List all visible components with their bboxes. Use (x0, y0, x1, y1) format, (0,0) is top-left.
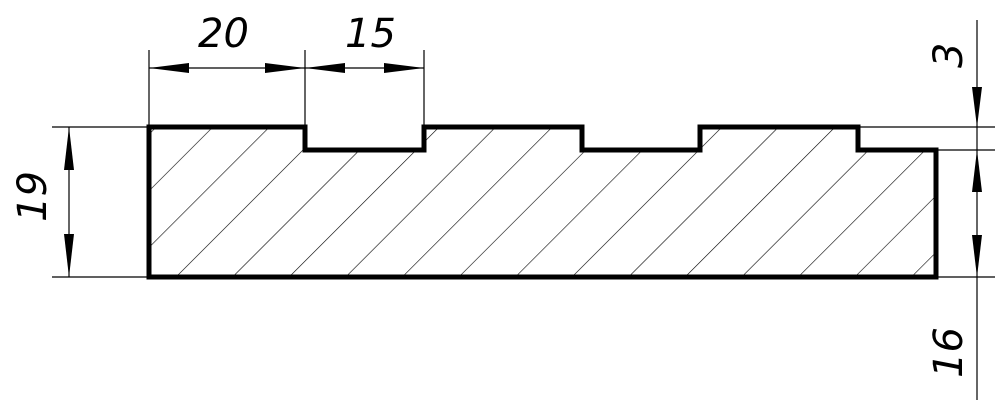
dimension-text-19: 19 (10, 171, 56, 222)
arrowhead (265, 63, 305, 73)
arrowhead (972, 87, 982, 127)
dimension-text-16: 16 (926, 327, 972, 378)
dimension-line-20 (149, 63, 305, 73)
arrowhead (64, 234, 74, 277)
extension-lines-right (858, 126, 995, 278)
dimension-line-right (972, 20, 982, 400)
dimension-line-19 (64, 127, 74, 277)
dimension-text-15: 15 (345, 11, 396, 57)
arrowhead (972, 150, 982, 192)
arrowhead (149, 63, 189, 73)
arrowhead (972, 235, 982, 277)
dimension-line-15 (305, 63, 424, 73)
arrowhead (305, 63, 345, 73)
extension-lines-top (148, 50, 425, 127)
arrowhead (384, 63, 424, 73)
dimension-text-3: 3 (926, 43, 972, 68)
arrowhead (64, 127, 74, 170)
dimension-text-20: 20 (198, 11, 249, 57)
section-profile (146, 124, 939, 280)
extension-lines-left (52, 126, 149, 278)
